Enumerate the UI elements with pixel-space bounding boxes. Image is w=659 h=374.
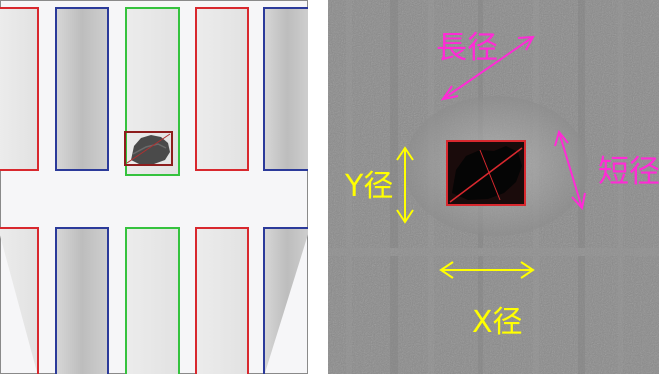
minor-axis-arrowhead-bottom — [571, 192, 586, 211]
minor-axis-annotation: 短径 — [554, 129, 659, 211]
minor-axis-label: 短径 — [598, 154, 659, 190]
bottom-pad-row — [0, 227, 308, 374]
right-defect-major-line — [449, 147, 523, 203]
right-defect-bounding-box — [446, 140, 526, 206]
right-defect — [446, 140, 526, 206]
left-defect-blob — [131, 135, 170, 165]
bottom-pad-red-1 — [0, 227, 39, 374]
left-inspection-diagram — [0, 0, 308, 374]
major-axis-annotation: 長径 — [436, 30, 535, 101]
major-axis-arrowhead-left — [440, 85, 459, 101]
top-pad-red-1 — [0, 7, 39, 171]
x-axis-annotation: X径 — [439, 261, 535, 340]
left-inspection-panel — [0, 0, 308, 374]
y-axis-annotation: Y径 — [344, 146, 414, 224]
major-axis-label: 長径 — [436, 30, 498, 66]
left-defect-bounding-box — [124, 131, 173, 166]
right-defect-minor-line — [479, 149, 501, 201]
y-axis-label: Y径 — [344, 169, 393, 204]
left-defect — [124, 131, 173, 166]
bottom-pad-red-2 — [195, 227, 249, 374]
bottom-pad-green — [125, 227, 180, 374]
major-axis-arrow-line — [442, 36, 534, 100]
left-defect-diagonal — [126, 133, 171, 164]
y-axis-arrowhead-bottom — [396, 209, 414, 224]
right-measurement-diagram: 長径 短径 Y径 X径 — [328, 0, 659, 374]
minor-axis-arrow-line — [558, 131, 583, 209]
x-axis-arrowhead-right — [520, 261, 535, 279]
x-axis-label: X径 — [472, 305, 523, 340]
major-axis-arrowhead-right — [517, 35, 535, 51]
top-pad-red-2 — [195, 7, 249, 171]
y-axis-arrowhead-top — [396, 146, 414, 161]
x-axis-arrowhead-left — [439, 261, 454, 279]
minor-axis-arrowhead-top — [554, 129, 569, 147]
bottom-pad-blue-1 — [55, 227, 109, 374]
bottom-pad-blue-2 — [263, 227, 308, 374]
top-pad-blue-2 — [263, 7, 308, 171]
top-pad-blue-1 — [55, 7, 109, 171]
top-pad-row — [0, 7, 308, 176]
right-measurement-panel: 長径 短径 Y径 X径 — [328, 0, 659, 374]
